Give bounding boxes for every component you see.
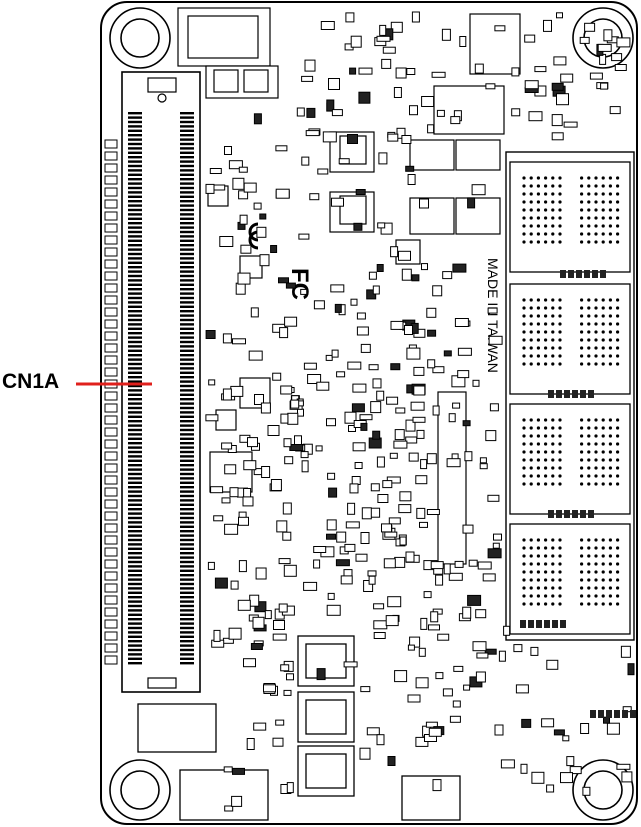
callout-label: CN1A xyxy=(2,370,60,393)
silkscreen-text: MADE IN TAIWAN xyxy=(485,258,501,373)
left-edge-components xyxy=(104,139,118,665)
smd-components xyxy=(205,11,636,812)
bottom-inductors xyxy=(137,635,461,821)
mounting-hole-top-left xyxy=(109,7,171,69)
mounting-hole-bottom-left xyxy=(109,759,171,821)
cn1a-connector xyxy=(121,71,201,693)
memory-chips xyxy=(509,161,631,635)
ce-mark xyxy=(248,222,259,250)
board-outline xyxy=(100,1,638,825)
